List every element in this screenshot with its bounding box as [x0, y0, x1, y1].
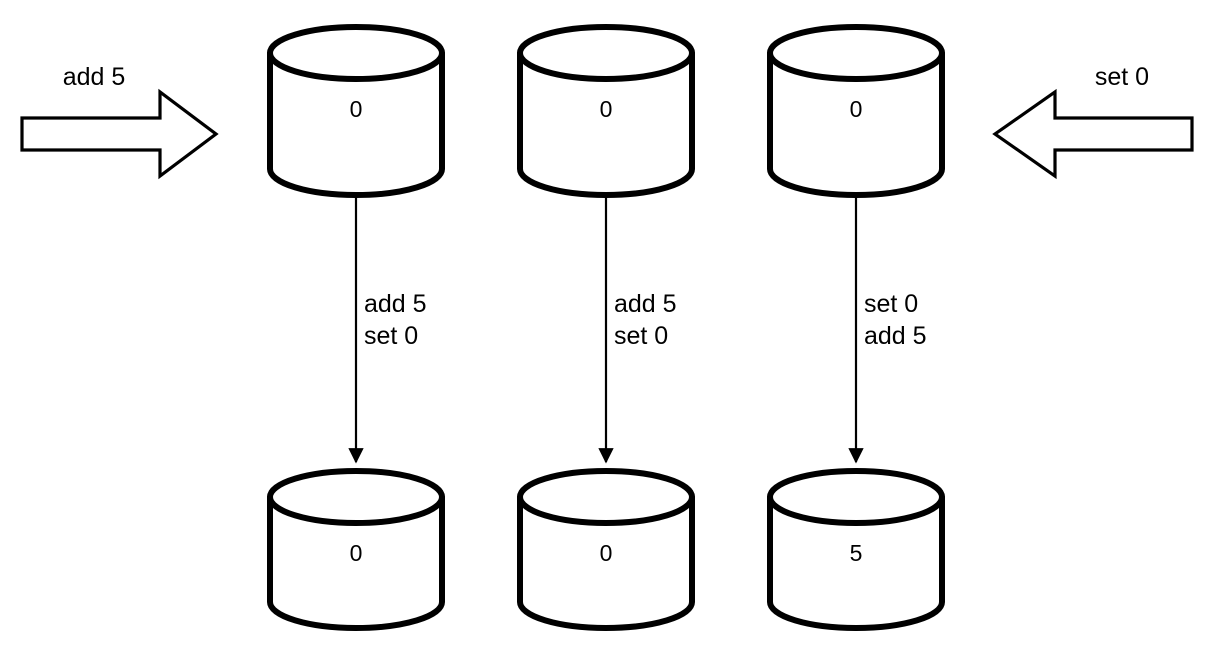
cylinder-replica-2-bottom — [517, 468, 695, 631]
external-arrow-right — [992, 88, 1194, 180]
replica-1-order-line-1: add 5 — [364, 290, 427, 318]
cylinder-replica-3-bottom — [767, 468, 945, 631]
cylinder-replica-1-top — [267, 24, 445, 198]
replica-1-top-value: 0 — [349, 96, 363, 122]
cylinder-replica-2-top — [517, 24, 695, 198]
replica-3-top-value: 0 — [849, 96, 863, 122]
external-arrow-left — [20, 88, 219, 180]
replica-connectors — [348, 196, 864, 464]
replica-2-order-line-1: add 5 — [614, 290, 677, 318]
replica-1-bottom-value: 0 — [349, 540, 363, 566]
external-op-label-left: add 5 — [62, 63, 126, 91]
cylinder-replica-3-top — [767, 24, 945, 198]
replica-2-order-line-2: set 0 — [614, 322, 669, 350]
replica-3-order-line-1: set 0 — [864, 290, 919, 318]
replica-2-bottom-value: 0 — [599, 540, 613, 566]
replica-1-order-line-2: set 0 — [364, 322, 419, 350]
replica-3-bottom-value: 5 — [849, 540, 863, 566]
replica-3-order-line-2: add 5 — [864, 322, 927, 350]
cylinder-replica-1-bottom — [267, 468, 445, 631]
external-op-label-right: set 0 — [1094, 63, 1150, 91]
replica-2-top-value: 0 — [599, 96, 613, 122]
